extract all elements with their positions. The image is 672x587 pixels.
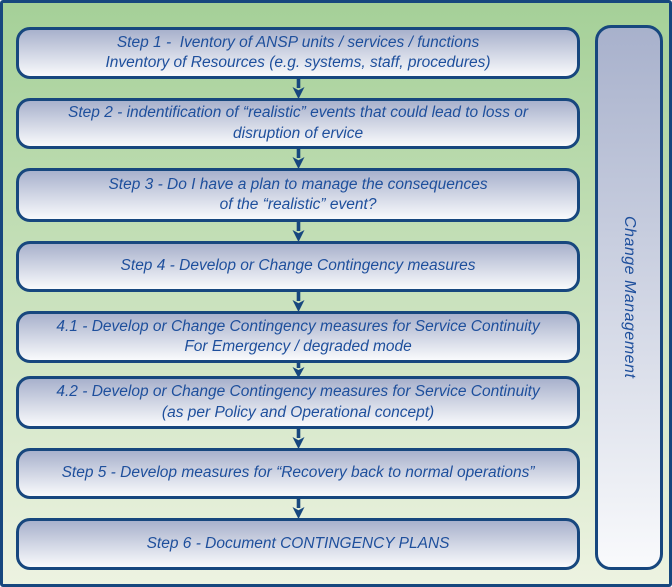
arrow-slot: [16, 221, 580, 242]
step-2-line-2: disruption of ervice: [233, 124, 364, 142]
arrow-slot: [16, 78, 580, 99]
arrow-slot: [16, 428, 580, 449]
flow-column: Step 1 - Iventory of ANSP units / servic…: [16, 27, 581, 570]
step-5-box: Step 5 - Develop measures for “Recovery …: [16, 448, 581, 499]
arrow-down-icon: [292, 291, 305, 312]
step-3-box: Step 3 - Do I have a plan to manage the …: [16, 168, 581, 222]
arrow-slot: [16, 148, 580, 169]
arrow-down-icon: [292, 78, 305, 99]
arrow-slot: [16, 361, 580, 378]
arrow-down-icon: [292, 361, 305, 378]
step-4-1-line-1: 4.1 - Develop or Change Contingency meas…: [56, 317, 540, 335]
step-1-box: Step 1 - Iventory of ANSP units / servic…: [16, 27, 581, 79]
step-4-line-1: Step 4 - Develop or Change Contingency m…: [120, 257, 476, 275]
step-5-line-1: Step 5 - Develop measures for “Recovery …: [61, 464, 535, 482]
step-4-1-line-2: For Emergency / degraded mode: [184, 338, 412, 355]
step-1-line-1: Step 1 - Iventory of ANSP units / servic…: [116, 33, 480, 51]
step-4-box: Step 4 - Develop or Change Contingency m…: [16, 241, 581, 292]
step-3-line-1: Step 3 - Do I have a plan to manage the …: [108, 175, 488, 193]
step-4-1-box: 4.1 - Develop or Change Contingency meas…: [16, 311, 581, 363]
step-1-line-2: Inventory of Resources (e.g. systems, st…: [105, 54, 491, 71]
change-management-box: Change Management: [595, 25, 663, 570]
arrow-down-icon: [292, 221, 305, 242]
step-6-line-1: Step 6 - Document CONTINGENCY PLANS: [146, 534, 450, 552]
arrow-down-icon: [292, 498, 305, 519]
arrow-slot: [16, 291, 580, 312]
step-3-line-2: of the “realistic” event?: [219, 196, 377, 213]
step-2-box: Step 2 - indentification of “realistic” …: [16, 98, 581, 149]
arrow-slot: [16, 498, 580, 519]
step-2-line-1: Step 2 - indentification of “realistic” …: [68, 104, 529, 122]
arrow-down-icon: [292, 148, 305, 169]
step-6-box: Step 6 - Document CONTINGENCY PLANS: [16, 518, 581, 570]
arrow-down-icon: [292, 428, 305, 449]
step-4-2-line-1: 4.2 - Develop or Change Contingency meas…: [56, 383, 540, 401]
change-management-label: Change Management: [621, 216, 639, 379]
step-4-2-box: 4.2 - Develop or Change Contingency meas…: [16, 376, 581, 429]
step-4-2-line-2: (as per Policy and Operational concept): [161, 403, 435, 421]
